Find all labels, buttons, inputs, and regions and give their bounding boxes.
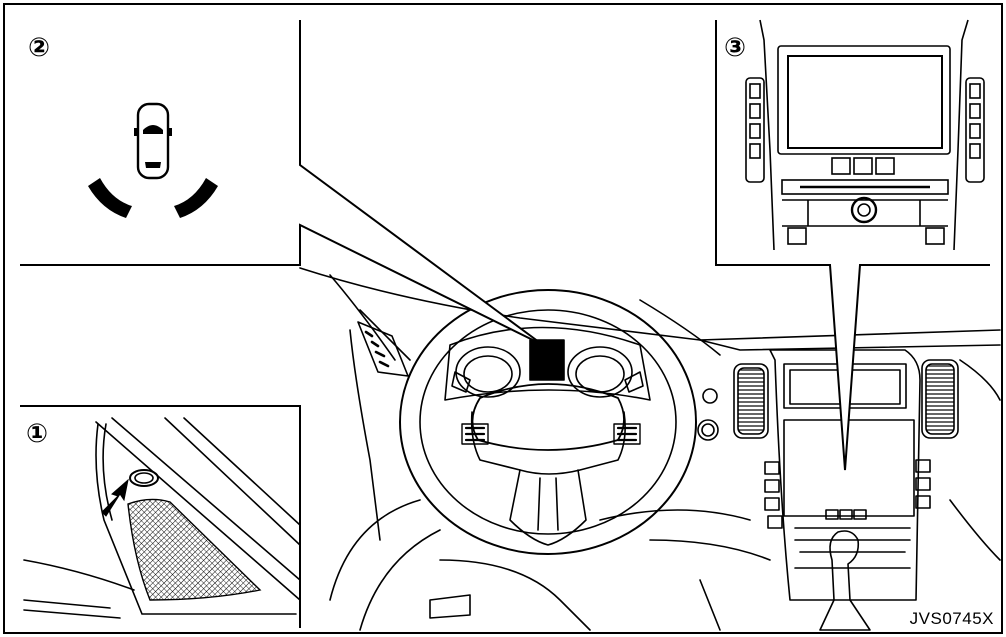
callout-2-number: ② <box>28 33 50 63</box>
left-spoke-switches <box>461 423 489 445</box>
left-air-vent <box>737 367 765 435</box>
figure-code: JVS0745X <box>910 609 994 628</box>
sensor-lens <box>129 469 159 487</box>
right-gauge <box>567 346 633 398</box>
navigation-screen <box>787 55 943 149</box>
steering-wheel <box>399 289 697 555</box>
callout-2-panel: ② <box>20 20 544 346</box>
arrow-pointer-icon <box>101 478 129 517</box>
start-button <box>697 419 719 441</box>
speaker-grille <box>127 498 262 601</box>
left-switch-panel <box>357 321 409 377</box>
center-display-unit <box>745 19 985 251</box>
left-gauge <box>455 346 521 398</box>
right-air-vent <box>925 363 955 435</box>
figure-border <box>3 3 1003 634</box>
center-lower-display <box>783 419 915 517</box>
dashboard-illustration <box>299 267 1001 631</box>
shift-lever <box>819 530 871 631</box>
cluster-center-display <box>529 339 565 381</box>
callout-3-number: ③ <box>724 33 746 63</box>
callout-1-number: ① <box>26 419 48 449</box>
knob-icon <box>850 196 878 224</box>
parking-sensor-car-icon <box>88 102 218 218</box>
callout-1-panel: ① <box>20 405 301 628</box>
disc-slot <box>781 179 949 195</box>
callout-3-panel: ③ <box>715 19 990 471</box>
right-spoke-switches <box>613 423 641 445</box>
